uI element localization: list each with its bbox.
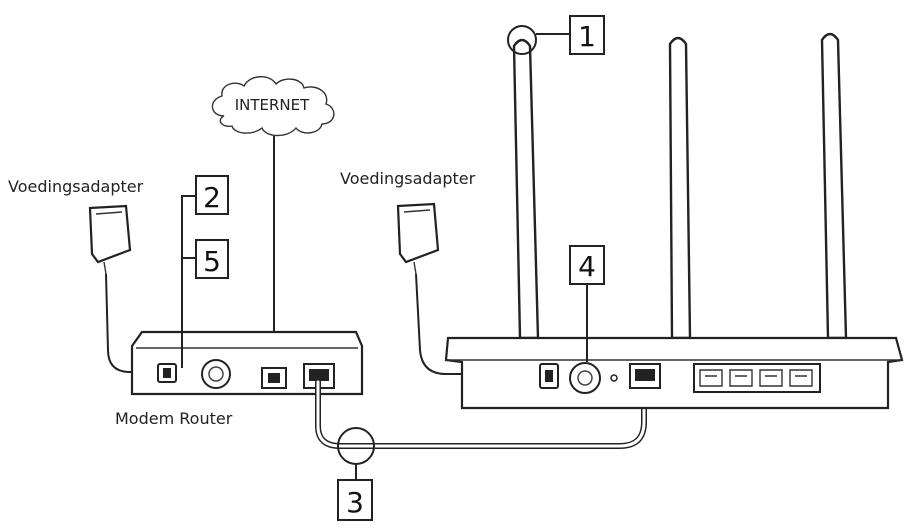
antenna-left [512, 38, 540, 340]
callout-1-number: 1 [578, 20, 596, 53]
callout-5-box [195, 239, 229, 279]
callout-5-number: 5 [203, 245, 221, 278]
antenna-right [820, 32, 848, 340]
ethernet-cable [315, 379, 647, 449]
router-reset [610, 374, 618, 382]
adapter-left-label: Voedingsadapter [8, 177, 144, 196]
router-lan-ports [693, 363, 821, 393]
internet-cloud: INTERNET [211, 76, 335, 137]
callout-2-number: 2 [203, 181, 221, 214]
power-adapter-right [396, 202, 540, 375]
callout-3-number: 3 [346, 486, 364, 519]
modem-router [130, 330, 364, 396]
callout-1-circle [507, 25, 537, 55]
callout-1-box [569, 15, 605, 55]
modem-router-label: Modem Router [115, 409, 233, 428]
internet-label: INTERNET [235, 96, 310, 114]
callout-4-number: 4 [578, 250, 596, 283]
callout-4-box [569, 245, 605, 285]
antenna-middle [668, 36, 692, 340]
callout-3-box [337, 479, 373, 521]
callout-2-box [195, 175, 229, 215]
wireless-router [444, 336, 904, 410]
callout-2-leader [181, 195, 196, 368]
adapter-right-label: Voedingsadapter [340, 169, 476, 188]
power-adapter-left [88, 204, 158, 373]
router-antennas [512, 32, 848, 340]
